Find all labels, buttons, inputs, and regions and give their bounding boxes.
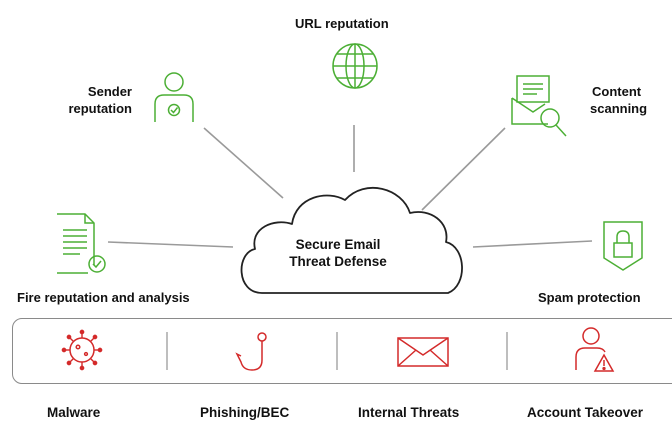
url-reputation-label: URL reputation <box>295 16 389 31</box>
connector-file <box>107 241 234 248</box>
connector-spam <box>472 240 593 248</box>
cloud-shape <box>240 186 463 294</box>
center-title-line1: Secure Email <box>295 237 381 252</box>
sender-reputation-line2: reputation <box>68 101 132 116</box>
spam-protection-label: Spam protection <box>538 290 641 305</box>
threat-label-phishing: Phishing/BEC <box>200 405 290 420</box>
sender-reputation-label: Sender reputation <box>40 83 132 117</box>
content-scanning-line1: Content <box>592 84 642 99</box>
center-title: Secure Email Threat Defense <box>268 236 408 270</box>
document-check-icon <box>57 213 106 274</box>
content-scanning-line2: scanning <box>590 101 648 116</box>
connector-lines <box>107 125 593 248</box>
user-warning-icon <box>575 327 615 372</box>
threat-label-internal-threats: Internal Threats <box>358 405 460 420</box>
threat-dividers <box>166 332 508 370</box>
threat-label-account-takeover: Account Takeover <box>527 405 644 420</box>
connector-content <box>421 127 506 211</box>
user-check-icon <box>154 72 194 122</box>
virus-icon <box>61 329 103 371</box>
globe-icon <box>332 43 378 89</box>
envelope-icon <box>397 337 449 367</box>
center-title-line2: Threat Defense <box>289 254 387 269</box>
envelope-search-icon <box>511 75 567 137</box>
fishhook-icon <box>235 332 267 371</box>
connector-sender <box>203 127 284 199</box>
shield-lock-icon <box>603 221 643 271</box>
content-scanning-label: Content scanning <box>590 83 670 117</box>
file-reputation-label: Fire reputation and analysis <box>17 290 190 305</box>
threat-label-malware: Malware <box>47 405 101 420</box>
threats-panel <box>12 318 672 384</box>
sender-reputation-line1: Sender <box>87 84 132 99</box>
